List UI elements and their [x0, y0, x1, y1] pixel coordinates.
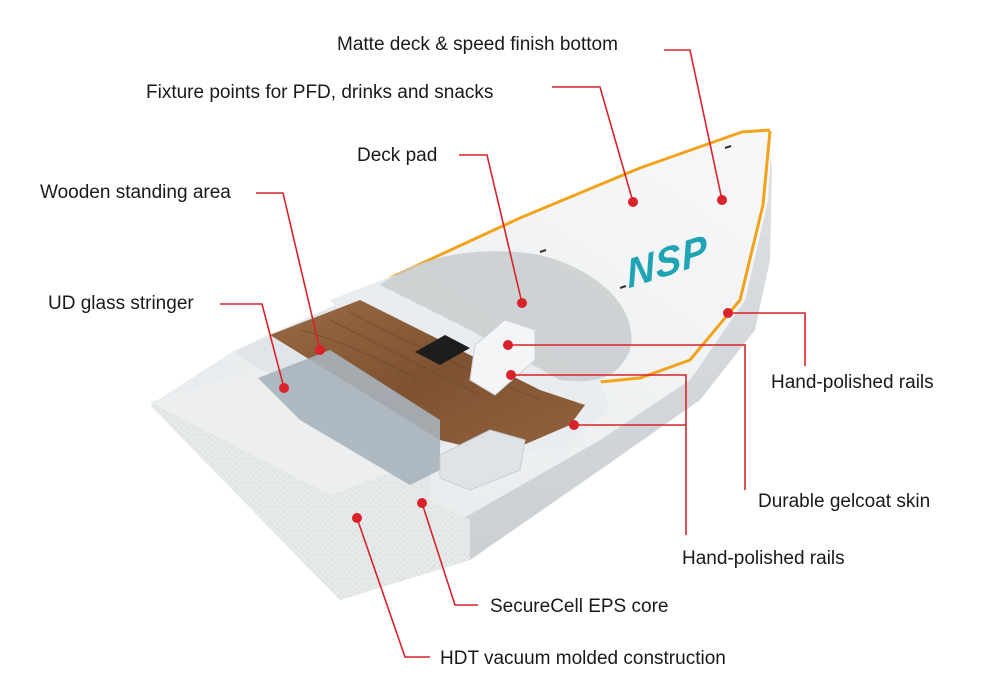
label-deck-pad: Deck pad — [357, 145, 438, 166]
dot-hand-polished-rails-2a — [506, 370, 516, 380]
dot-hand-polished-rails-2b — [569, 420, 579, 430]
leader-ud-glass-stringer — [220, 303, 285, 389]
dot-fixture-points — [628, 197, 638, 207]
leader-securecell-eps-core — [421, 502, 478, 606]
dot-hand-polished-rails-1 — [723, 308, 733, 318]
glass-stringer — [258, 350, 440, 485]
leader-deck-pad — [459, 154, 523, 304]
leader-hand-polished-rails-1 — [728, 312, 806, 366]
wood-panel — [270, 300, 585, 455]
rail-insert — [439, 429, 526, 491]
dot-ud-glass-stringer — [279, 383, 289, 393]
fixture-block — [469, 319, 536, 396]
dot-securecell-eps-core — [417, 498, 427, 508]
eps-core-top — [150, 368, 430, 495]
leader-matte-deck — [664, 49, 723, 201]
label-hand-polished-rails-1: Hand-polished rails — [771, 372, 934, 393]
label-fixture-points: Fixture points for PFD, drinks and snack… — [146, 82, 494, 103]
label-ud-glass-stringer: UD glass stringer — [48, 293, 194, 314]
leader-hand-polished-rails-2 — [511, 374, 687, 535]
leader-fixture-points — [552, 86, 634, 203]
rail-stripe — [389, 128, 772, 384]
dot-deck-pad — [517, 298, 527, 308]
dot-durable-gelcoat-skin — [503, 340, 513, 350]
label-securecell-eps-core: SecureCell EPS core — [490, 596, 669, 617]
label-wooden-standing-area: Wooden standing area — [40, 182, 231, 203]
leader-wooden-standing-area — [256, 192, 321, 351]
dot-matte-deck — [717, 195, 727, 205]
leader-hdt-vacuum-molded — [356, 517, 430, 658]
label-hdt-vacuum-molded: HDT vacuum molded construction — [440, 648, 726, 669]
deck-marks — [539, 145, 732, 289]
deck-pad-shape — [380, 251, 632, 382]
fixture-pad — [415, 335, 470, 365]
label-durable-gelcoat-skin: Durable gelcoat skin — [758, 491, 931, 512]
dot-hdt-vacuum-molded — [352, 513, 362, 523]
label-matte-deck: Matte deck & speed finish bottom — [337, 34, 618, 55]
leader-durable-gelcoat-skin — [508, 344, 746, 490]
label-hand-polished-rails-2: Hand-polished rails — [682, 548, 845, 569]
dot-wooden-standing-area — [315, 345, 325, 355]
